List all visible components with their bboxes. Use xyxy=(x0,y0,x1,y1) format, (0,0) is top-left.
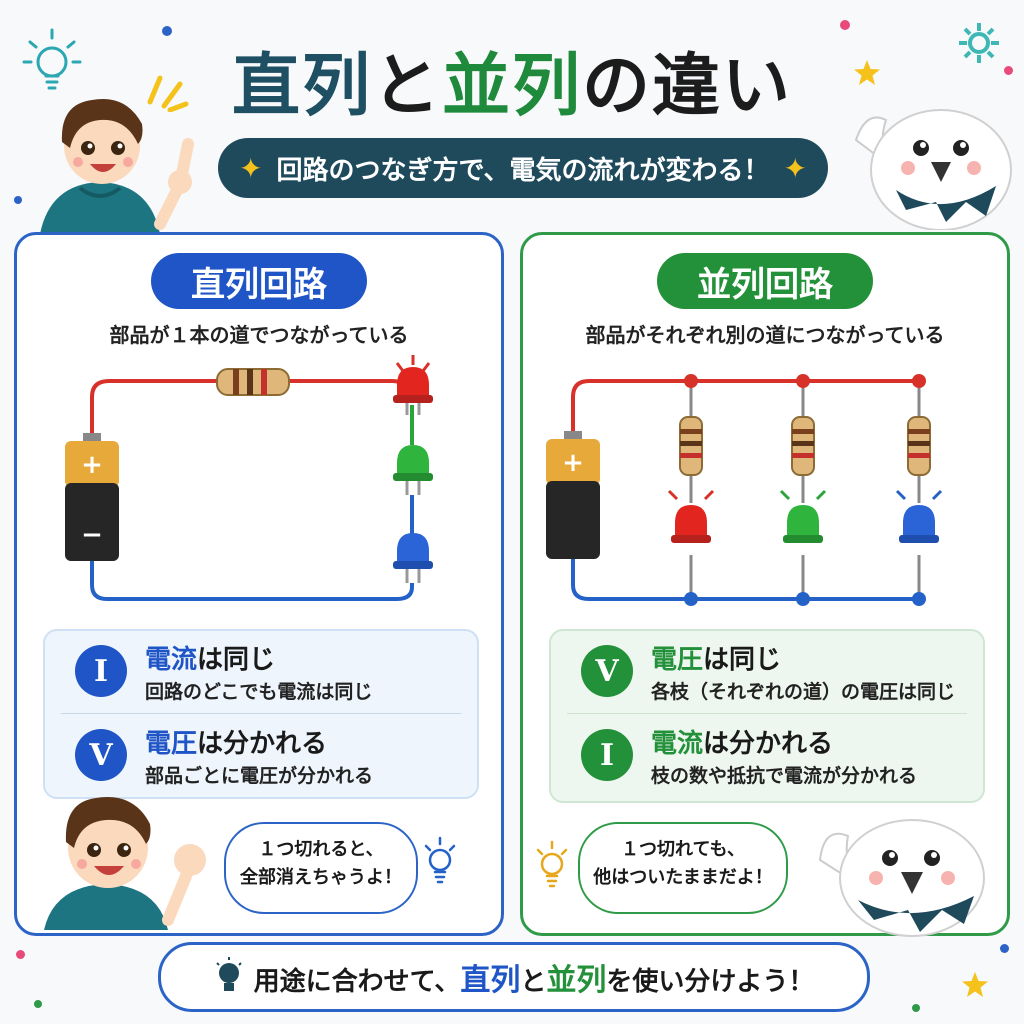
sparkle-icon xyxy=(147,75,189,112)
boy-character xyxy=(44,797,206,930)
row-detail: 回路のどこでも電流は同じ xyxy=(145,681,373,703)
bird-character xyxy=(818,819,985,937)
battery-minus: − xyxy=(81,520,103,550)
row-heading: 電圧は分かれる xyxy=(145,729,328,759)
sparkle-icon: ✦ xyxy=(239,151,263,185)
battery-plus: + xyxy=(562,448,584,478)
title-and: と xyxy=(371,47,442,126)
boy-character xyxy=(40,99,194,234)
row-heading: 電流は分かれる xyxy=(651,729,834,759)
sparkle-icon: ✦ xyxy=(783,151,807,185)
decor-dot xyxy=(14,196,22,204)
lightbulb-icon xyxy=(424,836,456,884)
title-parallel: 並列 xyxy=(442,47,583,126)
branch-green xyxy=(779,374,827,606)
series-heading: 直列回路 xyxy=(151,253,367,309)
current-badge: I xyxy=(581,729,633,781)
branch-blue xyxy=(895,374,943,606)
battery-icon: + − xyxy=(65,433,119,561)
decor-dot xyxy=(1000,944,1009,953)
series-description: 部品が１本の道でつながっている xyxy=(109,323,409,347)
star-icon xyxy=(962,972,988,997)
star-icon xyxy=(854,60,880,85)
subtitle-bar: ✦ 回路のつなぎ方で、電気の流れが変わる！ ✦ xyxy=(218,138,828,198)
bubble-line: １つ切れても、 xyxy=(620,839,746,860)
led-icon xyxy=(393,533,433,583)
series-speech-bubble: １つ切れると、 全部消えちゃうよ！ xyxy=(224,822,418,914)
parallel-heading: 並列回路 xyxy=(657,253,873,309)
battery-plus: + xyxy=(81,450,103,480)
branch-red xyxy=(667,374,715,606)
led-icon xyxy=(393,445,433,495)
gear-icon xyxy=(959,23,999,63)
row-detail: 各枝（それぞれの道）の電圧は同じ xyxy=(651,681,956,703)
row-heading: 電圧は同じ xyxy=(651,645,782,675)
battery-icon: + xyxy=(546,431,600,559)
footer-text: 用途に合わせて、直列と並列を使い分けよう！ xyxy=(253,963,815,998)
lightbulb-icon xyxy=(536,840,568,888)
bird-character xyxy=(854,109,1012,230)
voltage-badge: V xyxy=(75,729,127,781)
series-current-row: I 電流は同じ 回路のどこでも電流は同じ xyxy=(45,631,477,713)
row-heading: 電流は同じ xyxy=(145,645,276,675)
parallel-voltage-row: V 電圧は同じ 各枝（それぞれの道）の電圧は同じ xyxy=(551,631,983,713)
parallel-speech-bubble: １つ切れても、 他はついたままだよ！ xyxy=(578,822,788,914)
led-icon xyxy=(393,355,433,415)
current-badge: I xyxy=(75,645,127,697)
divider xyxy=(567,713,967,714)
voltage-badge: V xyxy=(581,645,633,697)
lightbulb-icon xyxy=(215,957,242,991)
page-title: 直列と並列の違い xyxy=(0,30,1024,129)
bubble-line: 全部消えちゃうよ！ xyxy=(240,867,402,888)
title-suffix: の違い xyxy=(582,47,793,126)
lightbulb-icon xyxy=(22,28,82,90)
decor-dot xyxy=(34,1000,42,1008)
parallel-description: 部品がそれぞれ別の道につながっている xyxy=(585,323,945,347)
footer-message: 用途に合わせて、直列と並列を使い分けよう！ xyxy=(158,942,870,1012)
parallel-circuit-diagram: + xyxy=(546,374,943,606)
series-panel: 直列回路 部品が１本の道でつながっている + − xyxy=(14,232,504,936)
subtitle-text: 回路のつなぎ方で、電気の流れが変わる！ xyxy=(276,155,770,186)
decor-dot xyxy=(162,26,172,36)
decor-dot xyxy=(912,1004,920,1012)
parallel-info-box: V 電圧は同じ 各枝（それぞれの道）の電圧は同じ I 電流は分かれる 枝の数や抵… xyxy=(549,629,985,803)
decor-dot xyxy=(840,20,850,30)
series-circuit-diagram: + − xyxy=(65,355,433,601)
title-series: 直列 xyxy=(231,47,372,126)
decor-dot xyxy=(16,950,25,959)
parallel-panel: 並列回路 部品がそれぞれ別の道につながっている xyxy=(520,232,1010,936)
bubble-line: １つ切れると、 xyxy=(258,839,384,860)
row-detail: 部品ごとに電圧が分かれる xyxy=(145,765,374,787)
decor-dot xyxy=(1004,66,1013,75)
divider xyxy=(61,713,461,714)
row-detail: 枝の数や抵抗で電流が分かれる xyxy=(651,765,918,787)
series-info-box: I 電流は同じ 回路のどこでも電流は同じ V 電圧は分かれる 部品ごとに電圧が分… xyxy=(43,629,479,799)
bubble-line: 他はついたままだよ！ xyxy=(593,867,773,888)
resistor-icon xyxy=(216,368,290,396)
series-voltage-row: V 電圧は分かれる 部品ごとに電圧が分かれる xyxy=(45,715,477,797)
parallel-current-row: I 電流は分かれる 枝の数や抵抗で電流が分かれる xyxy=(551,715,983,797)
